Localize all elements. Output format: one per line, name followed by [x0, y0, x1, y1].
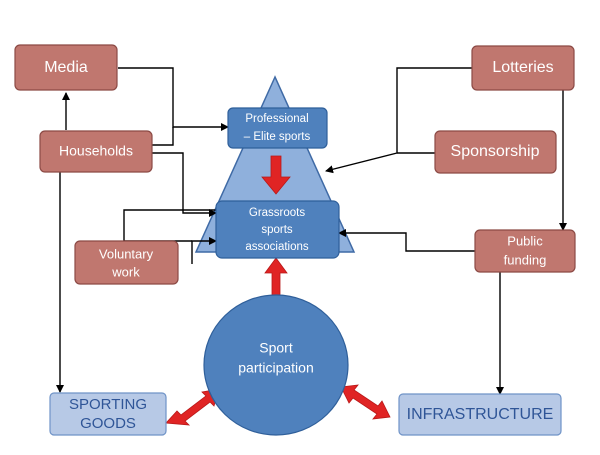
lotteries-box [471, 45, 575, 91]
public-funding-label-line1: Public [507, 233, 543, 248]
sport-participation-label-line1: Sport [259, 340, 293, 356]
public-funding-label-line2: funding [504, 252, 547, 267]
public-funding-node: Public funding [474, 229, 576, 273]
connector-public-funding-to-grassroots [338, 229, 475, 252]
connector-households-to-professional [152, 127, 174, 146]
media-box [14, 44, 118, 91]
lotteries-node: Lotteries [471, 45, 575, 91]
sport-participation-label-line2: participation [238, 360, 314, 376]
grassroots-box [215, 200, 340, 259]
professional-label-line1: Professional [245, 113, 308, 125]
grassroots-node: Grassroots sports associations [215, 200, 340, 259]
lotteries-label: Lotteries [492, 59, 553, 76]
sponsorship-label: Sponsorship [451, 143, 540, 160]
public-funding-box [474, 229, 576, 273]
households-node: Households [39, 130, 153, 173]
media-label: Media [44, 59, 88, 76]
sponsorship-node: Sponsorship [434, 130, 557, 174]
voluntary-node: Voluntary work [74, 240, 179, 285]
infrastructure-label: INFRASTRUCTURE [407, 406, 554, 423]
connector-lines [56, 67, 567, 395]
households-box [39, 130, 153, 173]
infrastructure-node: INFRASTRUCTURE [398, 393, 562, 436]
arrow-participation-infrastructure [340, 384, 391, 420]
sporting-goods-box [49, 392, 167, 436]
sporting-goods-node: SPORTING GOODS [49, 392, 167, 436]
sport-participation-node: Sport participation [203, 294, 349, 436]
voluntary-label-line2: work [111, 264, 140, 279]
arrow-professional-to-grassroots [261, 155, 291, 195]
connector-households-to-grassroots [152, 152, 217, 217]
professional-label-line2: – Elite sports [244, 131, 311, 143]
voluntary-label-line1: Voluntary [99, 246, 154, 261]
connector-voluntary-top-branch [123, 209, 216, 242]
sporting-goods-label-line2: GOODS [80, 415, 136, 432]
sporting-goods-label-line1: SPORTING [69, 396, 147, 413]
connector-media-to-professional [118, 67, 229, 131]
grassroots-label-line1: Grassroots [249, 207, 305, 219]
grassroots-label-line2: sports [261, 224, 293, 236]
sponsorship-box [434, 130, 557, 174]
infrastructure-box [398, 393, 562, 436]
grassroots-label-line3: associations [245, 241, 309, 253]
professional-node: Professional – Elite sports [227, 107, 328, 149]
connector-lotteries-to-professional [325, 67, 472, 174]
sport-participation-circle [203, 294, 349, 436]
media-node: Media [14, 44, 118, 91]
professional-box [227, 107, 328, 149]
voluntary-box [74, 240, 179, 285]
households-label: Households [59, 143, 133, 159]
